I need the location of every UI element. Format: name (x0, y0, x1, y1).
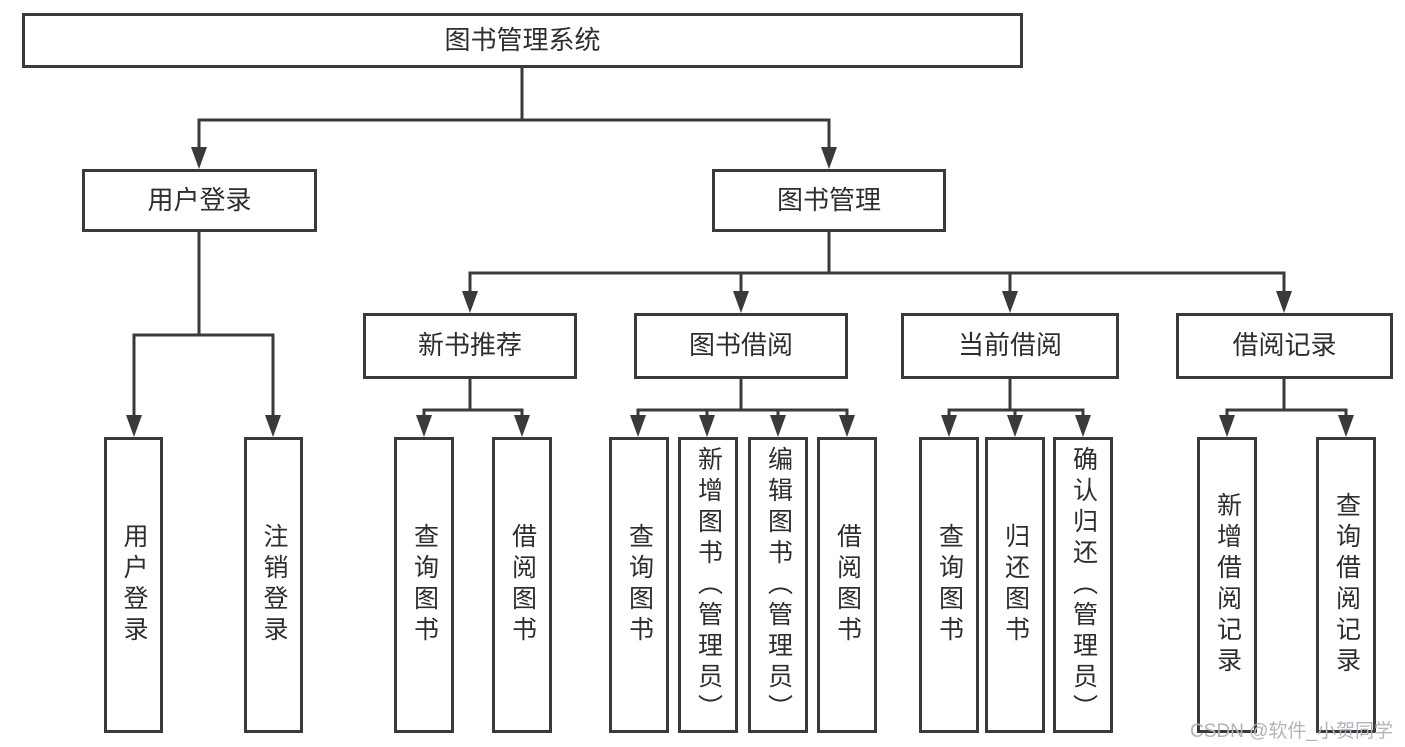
arrowhead-icon (839, 415, 855, 437)
arrowhead-icon (462, 291, 478, 313)
node-user-login: 用户登录 (82, 169, 317, 232)
node-current-borrow: 当前借阅 (901, 313, 1119, 379)
node-return-books: 归还图书 (985, 437, 1045, 733)
node-logout-action: 注销登录 (244, 437, 303, 733)
connector-book-management-to-children (468, 231, 1286, 294)
arrowhead-icon (1338, 415, 1354, 437)
arrowhead-icon (770, 415, 786, 437)
arrowhead-icon (630, 415, 646, 437)
arrowhead-icon (1075, 415, 1091, 437)
connector-borrow-records-to-children (1225, 377, 1348, 418)
node-query-books-current: 查询图书 (919, 437, 979, 733)
node-query-borrow-record: 查询借阅记录 (1316, 437, 1376, 733)
connector-book-borrow-to-children (636, 377, 849, 418)
arrowhead-icon (1219, 415, 1235, 437)
arrowhead-icon (1002, 291, 1018, 313)
node-book-borrow: 图书借阅 (634, 313, 848, 379)
arrowhead-icon (1276, 291, 1292, 313)
connector-current-borrow-to-children (947, 377, 1085, 418)
arrowhead-icon (699, 415, 715, 437)
node-query-books-recommend: 查询图书 (394, 437, 454, 733)
connector-lines (132, 68, 1348, 418)
connector-user-login-to-children (132, 231, 275, 418)
node-add-borrow-record: 新增借阅记录 (1197, 437, 1257, 733)
node-borrow-books-action: 借阅图书 (817, 437, 877, 733)
arrowhead-icons (126, 147, 1354, 437)
arrowhead-icon (733, 291, 749, 313)
arrowhead-icon (265, 415, 281, 437)
node-book-management: 图书管理 (712, 169, 946, 232)
arrowhead-icon (941, 415, 957, 437)
watermark: CSDN @软件_小贺同学 (1190, 721, 1393, 742)
arrowhead-icon (514, 415, 530, 437)
node-new-book-recommend: 新书推荐 (363, 313, 577, 379)
connector-root-to-level1 (197, 68, 831, 150)
node-edit-book-admin: 编辑图书（管理员） (748, 437, 808, 733)
node-user-login-action: 用户登录 (104, 437, 163, 733)
arrowhead-icon (821, 147, 837, 169)
connector-new-book-recommend-to-children (422, 377, 524, 418)
arrowhead-icon (191, 147, 207, 169)
node-root: 图书管理系统 (22, 13, 1023, 68)
arrowhead-icon (1007, 415, 1023, 437)
node-borrow-books-recommend: 借阅图书 (492, 437, 552, 733)
node-borrow-records: 借阅记录 (1176, 313, 1393, 379)
node-add-book-admin: 新增图书（管理员） (678, 437, 738, 733)
node-query-books-borrow: 查询图书 (609, 437, 669, 733)
node-confirm-return-admin: 确认归还（管理员） (1053, 437, 1113, 733)
arrowhead-icon (416, 415, 432, 437)
arrowhead-icon (126, 415, 142, 437)
